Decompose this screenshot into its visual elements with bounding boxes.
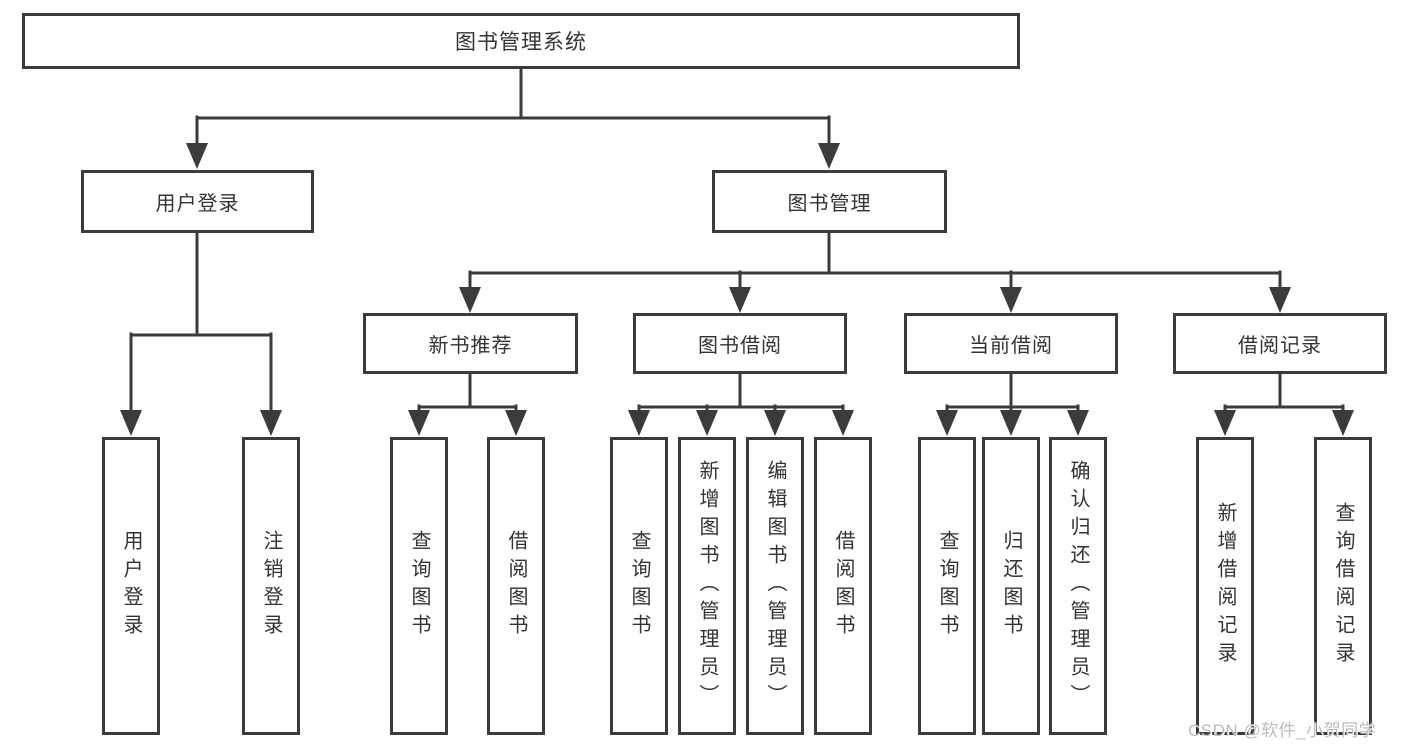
node-label: 查询图书 (936, 530, 958, 642)
node-label: 新增图书（管理员） (696, 460, 718, 712)
node-book-management: 图书管理 (712, 170, 947, 233)
node-user-login: 用户登录 (81, 170, 314, 233)
node-leaf-add-books-admin: 新增图书（管理员） (678, 437, 736, 735)
node-leaf-borrow-books: 借阅图书 (814, 437, 872, 735)
node-label: 图书借阅 (698, 335, 782, 357)
node-label: 借阅图书 (505, 530, 527, 642)
node-label: 确认归还（管理员） (1067, 460, 1089, 712)
node-leaf-query-books-recommend: 查询图书 (390, 437, 448, 735)
connector-current-borrow-children (936, 371, 1089, 436)
node-label: 查询借阅记录 (1332, 502, 1354, 670)
node-label: 查询图书 (408, 530, 430, 642)
node-book-borrow: 图书借阅 (633, 313, 847, 374)
node-label: 新书推荐 (428, 335, 513, 357)
node-label: 借阅图书 (832, 530, 854, 642)
node-label: 用户登录 (120, 530, 142, 642)
node-leaf-user-login: 用户登录 (102, 437, 160, 735)
node-leaf-query-books-current: 查询图书 (918, 437, 976, 735)
connector-borrow-records-children (1214, 371, 1354, 436)
node-leaf-confirm-return-admin: 确认归还（管理员） (1049, 437, 1107, 735)
csdn-watermark: CSDN @软件_小贺同学 (1188, 721, 1377, 740)
connector-book-borrow-children (628, 371, 854, 436)
node-leaf-query-borrow-record: 查询借阅记录 (1314, 437, 1372, 735)
node-root: 图书管理系统 (22, 13, 1020, 69)
node-current-borrow: 当前借阅 (904, 313, 1118, 374)
node-leaf-query-books-borrow: 查询图书 (610, 437, 668, 735)
node-label: 当前借阅 (969, 335, 1053, 357)
node-label: 图书管理系统 (455, 31, 587, 54)
connector-book-management-children (459, 230, 1291, 313)
node-leaf-edit-books-admin: 编辑图书（管理员） (746, 437, 804, 735)
node-label: 注销登录 (260, 530, 282, 642)
node-leaf-add-borrow-record: 新增借阅记录 (1196, 437, 1254, 735)
node-label: 用户登录 (155, 193, 240, 215)
node-label: 归还图书 (1000, 530, 1022, 642)
connector-user-login-children (120, 230, 282, 436)
node-label: 新增借阅记录 (1214, 502, 1236, 670)
node-leaf-borrow-books-recommend: 借阅图书 (487, 437, 545, 735)
node-leaf-return-books: 归还图书 (982, 437, 1040, 735)
node-label: 图书管理 (787, 193, 872, 215)
connector-root-to-level2 (186, 67, 840, 169)
node-label: 借阅记录 (1238, 335, 1322, 357)
node-new-book-recommend: 新书推荐 (363, 313, 578, 374)
node-label: 查询图书 (628, 530, 650, 642)
node-borrow-records: 借阅记录 (1173, 313, 1387, 374)
connector-new-book-recommend-children (408, 371, 527, 436)
node-label: 编辑图书（管理员） (764, 460, 786, 712)
node-leaf-logout: 注销登录 (242, 437, 300, 735)
